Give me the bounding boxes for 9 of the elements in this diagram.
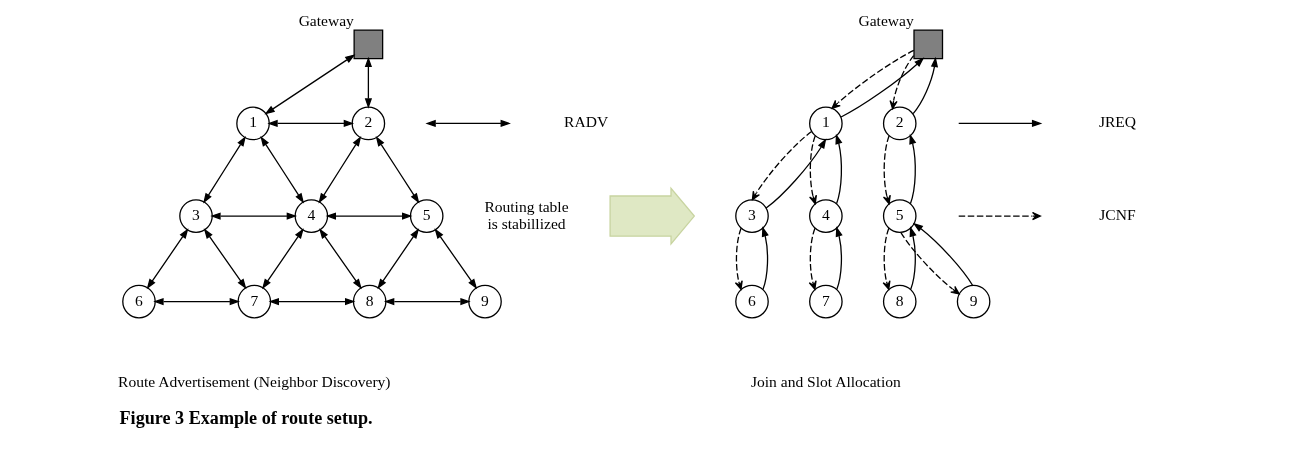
node-label: Gateway [298,11,354,29]
node-label: Routing table is stabillized [484,197,569,232]
legend-label: RADV [564,113,609,131]
legend-label: JREQ [1098,113,1137,131]
node-label: Gateway [858,11,914,29]
caption: Figure 3 Example of route setup. [119,408,373,429]
legend-label: JCNF [1099,206,1136,224]
label: Join and Slot Allocation [750,372,901,390]
label: Route Advertisement (Neighbor Discovery) [118,372,391,390]
